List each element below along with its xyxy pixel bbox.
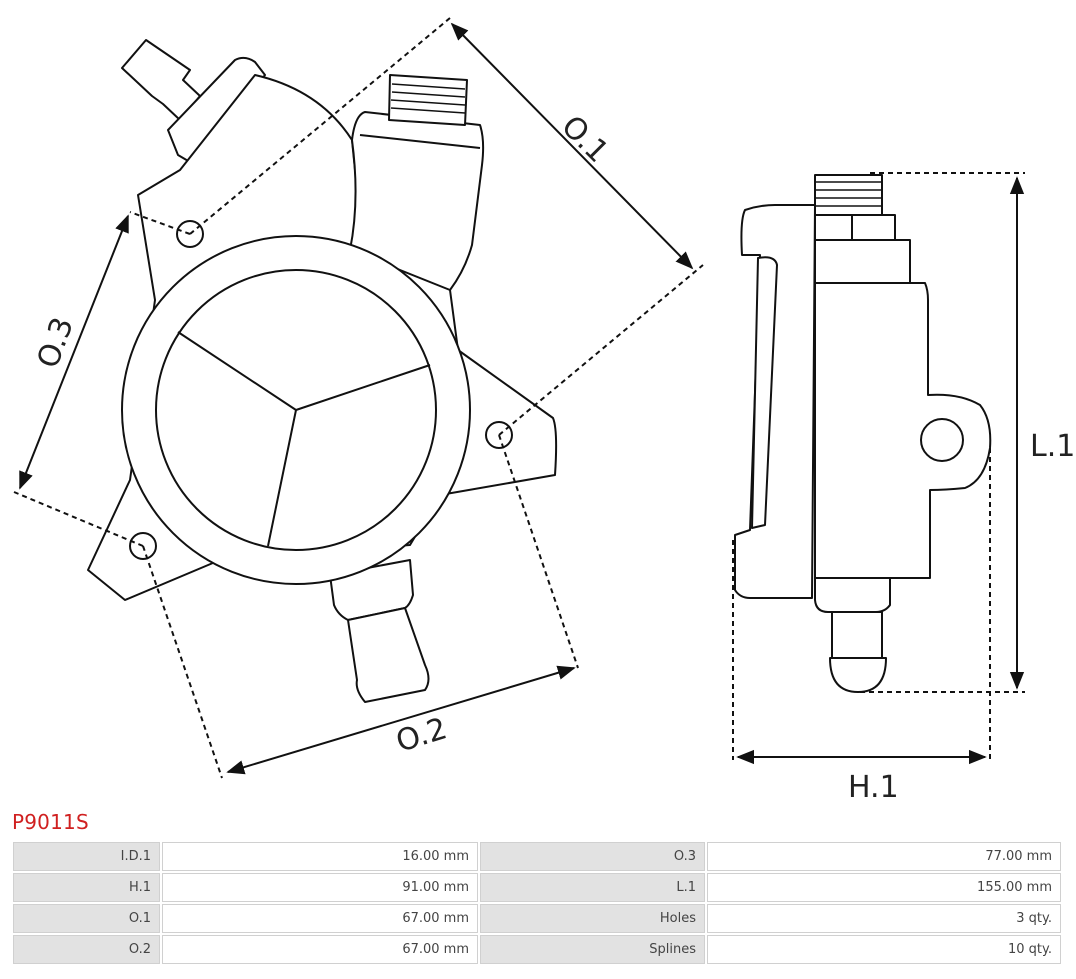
spec-label: O.3: [480, 842, 705, 871]
spec-value: 155.00 mm: [707, 873, 1061, 902]
spec-value: 10 qty.: [707, 935, 1061, 964]
front-view-dimensions: [13, 17, 704, 779]
spec-value: 67.00 mm: [162, 904, 478, 933]
spec-value: 77.00 mm: [707, 842, 1061, 871]
dimension-arrow-o2: [226, 665, 576, 775]
table-row: H.1 91.00 mm L.1 155.00 mm: [13, 873, 1061, 902]
label-o1: O.1: [554, 109, 615, 170]
spec-value: 67.00 mm: [162, 935, 478, 964]
side-view: [734, 174, 992, 693]
dimension-arrow-o3: [19, 214, 129, 490]
front-view: [87, 39, 558, 703]
label-l1: L.1: [1030, 429, 1075, 464]
part-number: P9011S: [12, 810, 89, 834]
rotor-vanes: [177, 331, 431, 547]
spec-label: Holes: [480, 904, 705, 933]
spec-value: 16.00 mm: [162, 842, 478, 871]
side-mount-hole: [920, 418, 964, 462]
spec-label: I.D.1: [13, 842, 160, 871]
table-row: O.1 67.00 mm Holes 3 qty.: [13, 904, 1061, 933]
spec-label: H.1: [13, 873, 160, 902]
table-row: I.D.1 16.00 mm O.3 77.00 mm: [13, 842, 1061, 871]
dimension-arrow-o1: [450, 22, 694, 270]
label-h1: H.1: [848, 770, 899, 805]
side-thread: [814, 174, 911, 284]
vacuum-pump-technical-drawing: O.1 O.3 O.2 L.1 H.1: [13, 17, 1075, 805]
spec-value: 3 qty.: [707, 904, 1061, 933]
spec-label: Splines: [480, 935, 705, 964]
outlet-nozzle: [329, 559, 430, 703]
spec-label: O.1: [13, 904, 160, 933]
spec-label: O.2: [13, 935, 160, 964]
spec-label: L.1: [480, 873, 705, 902]
specs-table: I.D.1 16.00 mm O.3 77.00 mm H.1 91.00 mm…: [11, 840, 1063, 966]
table-row: O.2 67.00 mm Splines 10 qty.: [13, 935, 1061, 964]
label-o2: O.2: [392, 711, 451, 759]
side-outlet: [814, 577, 891, 613]
spec-value: 91.00 mm: [162, 873, 478, 902]
side-body: [814, 282, 992, 579]
side-view-dimensions: [732, 172, 1025, 765]
label-o3: O.3: [31, 313, 81, 373]
